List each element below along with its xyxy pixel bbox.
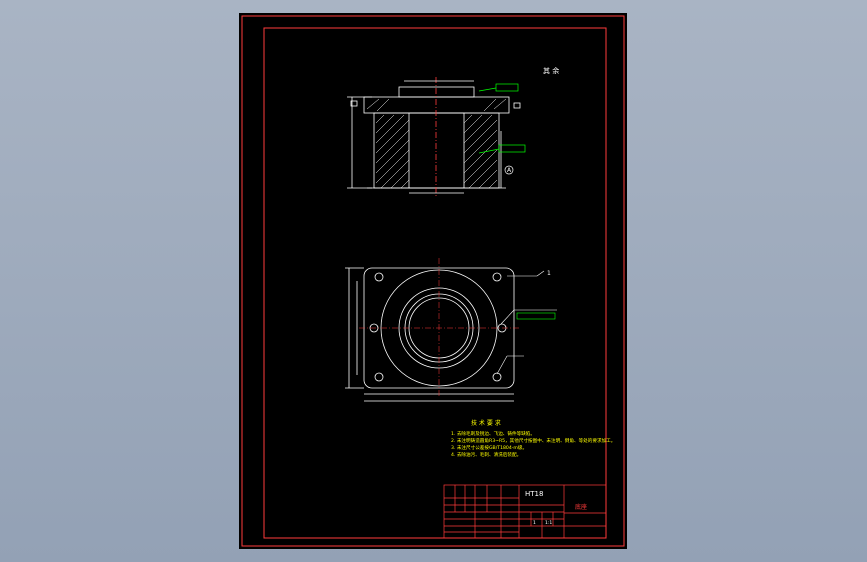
drawing-sheet: A 其 余 <box>239 13 627 549</box>
outer-frame <box>241 15 625 547</box>
part-leader-number: 1 <box>547 270 551 277</box>
roughness-label: 其 余 <box>543 66 559 75</box>
plan-green-callout <box>516 312 556 320</box>
title-scale: 1:1 <box>545 520 552 526</box>
section-callouts <box>478 83 526 154</box>
section-view <box>347 77 521 198</box>
drawing-svg: A 其 余 <box>241 15 625 547</box>
technical-notes: 技 术 要 求 1. 去除毛刺及锐边、飞边、铸件等缺陷。 2. 未注明铸造圆角R… <box>451 419 615 458</box>
notes-line-2: 2. 未注明铸造圆角R3~R5，其他尺寸按图中、未注明、倒角、等处的要求加工。 <box>451 437 615 444</box>
title-material: HT18 <box>525 490 543 498</box>
notes-heading: 技 术 要 求 <box>471 419 501 427</box>
datum-symbol <box>504 165 514 175</box>
hatch-right <box>463 98 507 189</box>
hatch-left <box>366 98 410 189</box>
notes-line-3: 3. 未注尺寸公差按GB/T1804-m级。 <box>451 444 527 451</box>
title-qty: 1 <box>533 520 536 526</box>
notes-line-4: 4. 去除油污、毛刺、清洗后装配。 <box>451 451 521 458</box>
notes-line-1: 1. 去除毛刺及锐边、飞边、铸件等缺陷。 <box>451 430 535 437</box>
plan-centrelines <box>359 258 521 398</box>
title-part-name: 底座 <box>575 503 587 511</box>
plan-view <box>345 267 515 402</box>
title-block <box>443 484 607 539</box>
plan-callouts <box>496 270 557 375</box>
datum-label: A <box>507 167 512 174</box>
inner-frame <box>263 27 607 539</box>
